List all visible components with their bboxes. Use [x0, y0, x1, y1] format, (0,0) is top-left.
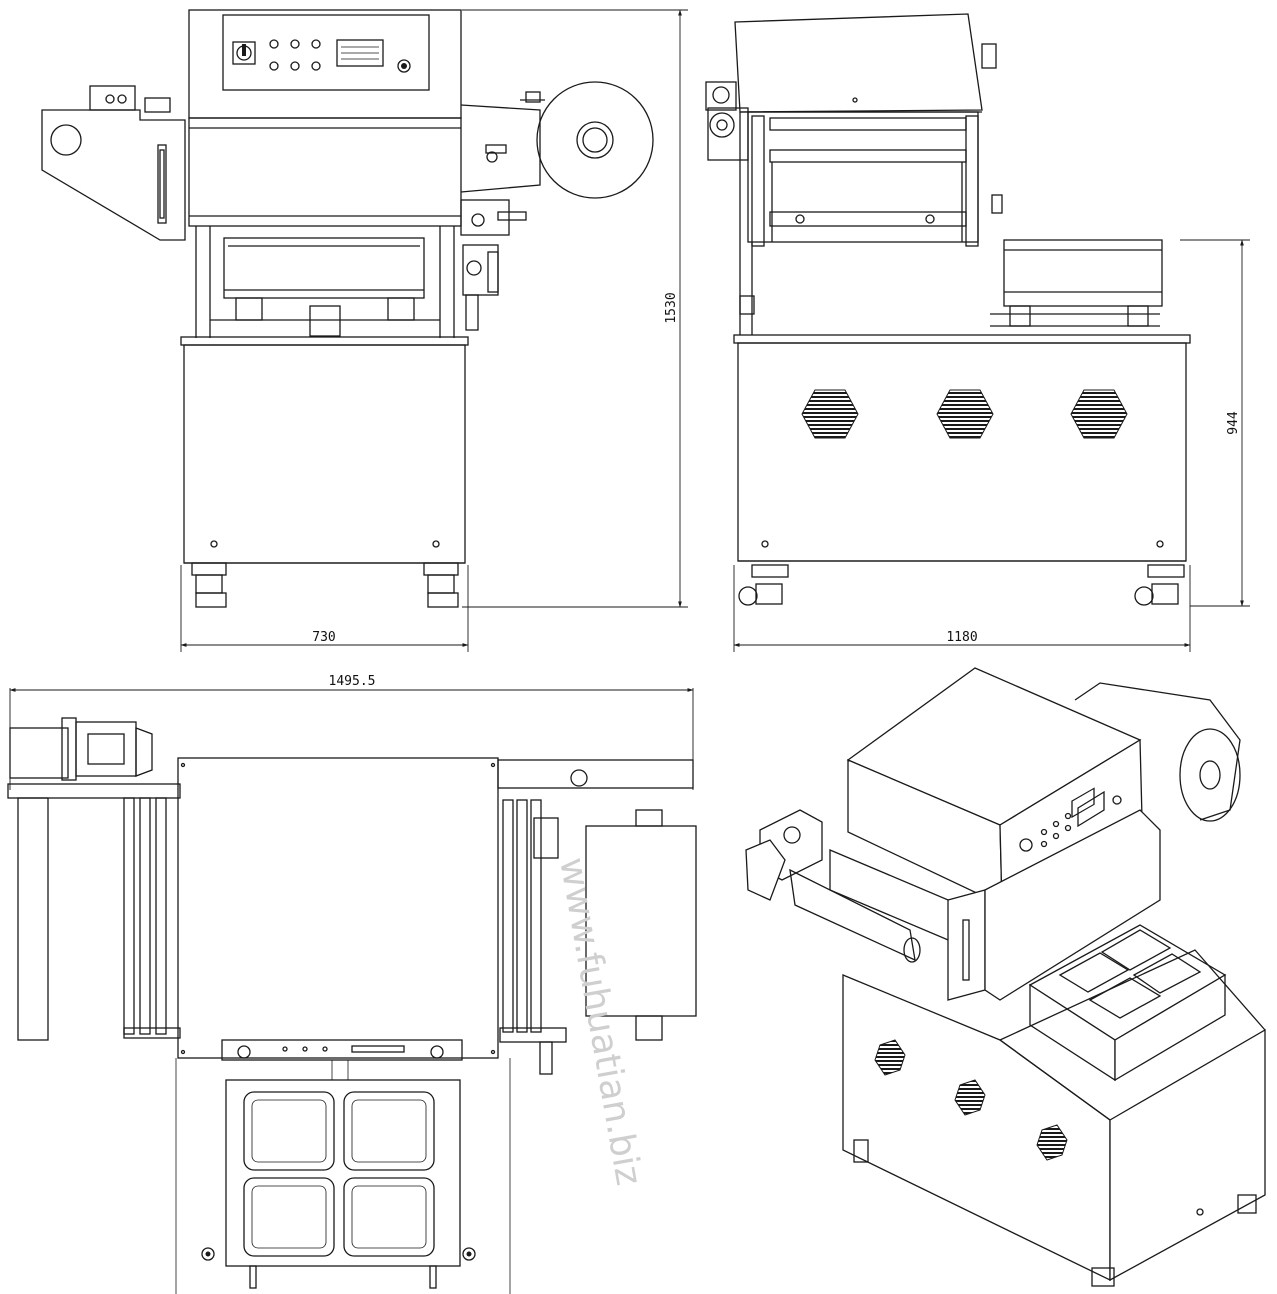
control-panel: [222, 14, 430, 91]
dim-side-length: 1180: [946, 630, 977, 645]
vent-grille-icon: [1036, 1124, 1068, 1161]
vent-grille-icon: [801, 389, 859, 439]
vent-grille-icon: [954, 1079, 986, 1116]
dim-side-height: 944: [1226, 411, 1241, 435]
top-motor-icon: [9, 717, 153, 781]
mold-cavity-icon: [243, 1177, 335, 1257]
gear-motor-icon: [705, 81, 749, 161]
dim-top-length: 1495.5: [329, 674, 376, 689]
mold-plate: [225, 1079, 461, 1267]
side-view: 1180 944: [705, 13, 1250, 652]
top-view: 1495.5: [7, 674, 697, 1294]
vent-grille-icon: [1070, 389, 1128, 439]
front-view: 730 1530: [41, 9, 688, 652]
top-cover: [177, 757, 499, 1059]
mold-cavity-icon: [343, 1091, 435, 1171]
display-screen: [336, 39, 384, 67]
dim-front-height: 1530: [664, 292, 679, 323]
tray-mold: [223, 237, 425, 299]
mold-cavity-icon: [243, 1091, 335, 1171]
watermark-text: www.fuhuatian.biz: [551, 854, 649, 1188]
mold-cavity-icon: [343, 1177, 435, 1257]
caster-right: [423, 562, 459, 608]
vent-grille-icon: [874, 1039, 906, 1076]
iso-base-side: [1109, 1028, 1266, 1282]
side-tray: [1003, 239, 1163, 307]
isometric-view: [745, 667, 1266, 1287]
dim-front-width: 730: [312, 630, 335, 645]
side-base-cabinet: [737, 342, 1187, 562]
caster-left: [191, 562, 227, 608]
base-cabinet: [183, 344, 466, 564]
iso-motor-icon: [745, 809, 823, 901]
film-roll: [536, 81, 654, 199]
vent-grille-icon: [936, 389, 994, 439]
emergency-stop-icon: [397, 59, 411, 73]
